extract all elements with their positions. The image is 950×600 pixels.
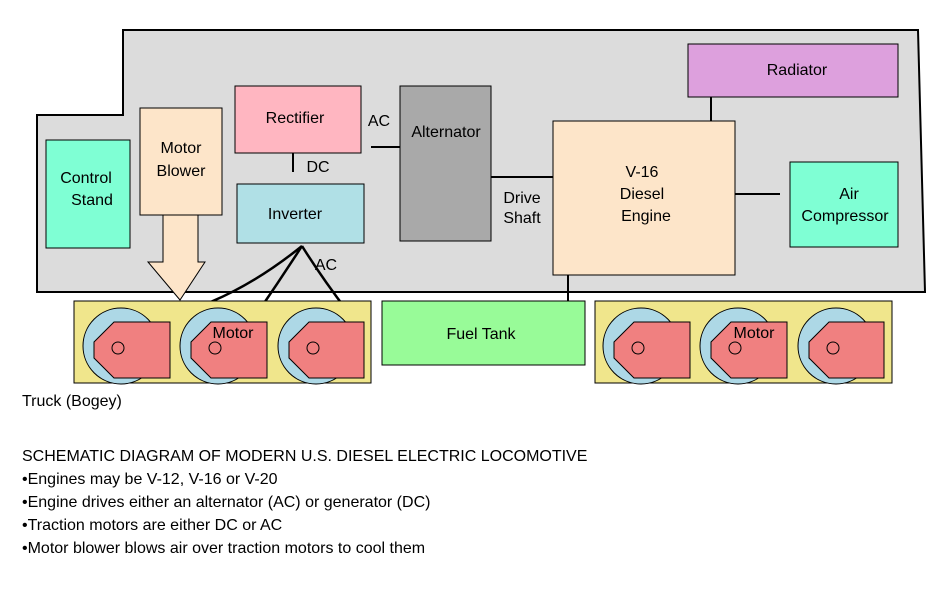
motor-blower: Motor Blower	[139, 107, 223, 216]
motor-label-left: Motor	[213, 325, 255, 342]
diesel-engine: V-16 Diesel Engine	[552, 120, 736, 276]
inverter: Inverter	[236, 183, 365, 244]
note-item: •Engine drives either an alternator (AC)…	[22, 494, 431, 511]
wheel-motor	[699, 307, 788, 385]
alternator: Alternator	[399, 85, 492, 242]
truck-right: Motor	[594, 300, 893, 385]
wheel-motor	[602, 307, 691, 385]
motor-label-right: Motor	[734, 325, 776, 342]
drive-shaft-label-1: Drive	[503, 190, 540, 207]
truck-caption: Truck (Bogey)	[22, 393, 122, 410]
motor-blower-label-2: Blower	[157, 163, 207, 180]
rectifier: Rectifier	[234, 85, 362, 154]
air-compressor-label-1: Air	[839, 186, 859, 203]
fuel-tank-label: Fuel Tank	[446, 326, 516, 343]
airflow-arrow	[146, 214, 206, 301]
drive-shaft-label-2: Shaft	[503, 210, 541, 227]
control-stand-label-2: Stand	[71, 192, 113, 209]
engine-label-3: Engine	[621, 208, 671, 225]
note-item: •Traction motors are either DC or AC	[22, 517, 283, 534]
alternator-label: Alternator	[411, 124, 481, 141]
engine-label-1: V-16	[626, 164, 659, 181]
truck-left: Motor	[73, 300, 372, 385]
dc-label: DC	[306, 159, 329, 176]
control-stand: Control Stand	[45, 139, 131, 249]
fuel-tank: Fuel Tank	[381, 300, 586, 366]
ac-label-rectifier: AC	[368, 113, 390, 130]
air-compressor-label-2: Compressor	[801, 208, 889, 225]
notes: SCHEMATIC DIAGRAM OF MODERN U.S. DIESEL …	[22, 445, 587, 560]
note-item: •Motor blower blows air over traction mo…	[22, 540, 426, 557]
wheel-motor	[179, 307, 268, 385]
note-item: •Engines may be V-12, V-16 or V-20	[22, 471, 278, 488]
wheel-motor	[277, 307, 365, 385]
motor-blower-label-1: Motor	[161, 140, 203, 157]
ac-label-inverter: AC	[315, 257, 337, 274]
inverter-label: Inverter	[268, 206, 323, 223]
air-compressor: Air Compressor	[789, 161, 899, 248]
engine-label-2: Diesel	[620, 186, 664, 203]
radiator-label: Radiator	[767, 62, 828, 79]
control-stand-label-1: Control	[60, 170, 112, 187]
wheel-motor	[797, 307, 885, 385]
radiator: Radiator	[687, 43, 899, 98]
rectifier-label: Rectifier	[266, 110, 325, 127]
wheel-motor	[82, 307, 171, 385]
notes-title: SCHEMATIC DIAGRAM OF MODERN U.S. DIESEL …	[22, 448, 588, 465]
connection-lines	[292, 97, 780, 301]
